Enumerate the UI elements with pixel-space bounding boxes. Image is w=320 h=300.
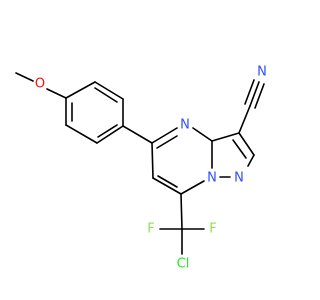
molecule-structure: O N N N N F F Cl xyxy=(0,0,300,300)
bond-ch3-o xyxy=(15,72,34,82)
bond-c7-cf2cl xyxy=(180,193,183,230)
bond-c5-n4 xyxy=(151,127,178,144)
bond-ring-f xyxy=(65,81,96,99)
atom-bridgehead-nitrogen: N xyxy=(207,171,217,186)
atom-fluorine-left: F xyxy=(147,222,154,237)
bond-ring-inner-3 xyxy=(94,87,118,103)
atom-nitrile-nitrogen: N xyxy=(257,65,267,80)
bond-nitrile-3 xyxy=(254,83,265,109)
bond-n7a-c7 xyxy=(180,180,205,195)
bond-aryl-c5 xyxy=(122,125,153,144)
atom-methoxy-oxygen: O xyxy=(35,77,45,92)
bond-ring-inner-2 xyxy=(97,124,118,138)
canvas-background xyxy=(0,0,300,300)
bond-c3a-c3 xyxy=(211,132,240,142)
bond-ring-e xyxy=(94,81,124,100)
atom-pyrazole-nitrogen: N xyxy=(234,171,244,186)
atom-labels: O N N N N F F Cl xyxy=(35,65,267,272)
bond-c2-n1 xyxy=(247,154,255,167)
bond-nitrile-2 xyxy=(244,79,255,105)
bond-n4-c3a xyxy=(192,127,213,142)
bond-ring-b xyxy=(65,124,98,144)
bond-c5-n4-double xyxy=(156,135,178,149)
atom-fluorine-right: F xyxy=(209,222,216,237)
bond-c7-c6 xyxy=(152,177,182,195)
bond-c3-c2-double xyxy=(232,139,247,159)
bond-c6-c5 xyxy=(151,142,154,179)
atom-ring-nitrogen-n4: N xyxy=(180,118,190,133)
bond-ring-c xyxy=(96,125,124,144)
bond-c3-c2 xyxy=(238,132,255,156)
bonds xyxy=(15,72,265,255)
bond-o-c4 xyxy=(46,88,67,99)
bond-nitrile-1 xyxy=(249,81,260,107)
bond-c7-c6-double xyxy=(157,175,178,188)
atom-chlorine: Cl xyxy=(177,257,190,272)
bond-c3-cn xyxy=(238,105,251,134)
